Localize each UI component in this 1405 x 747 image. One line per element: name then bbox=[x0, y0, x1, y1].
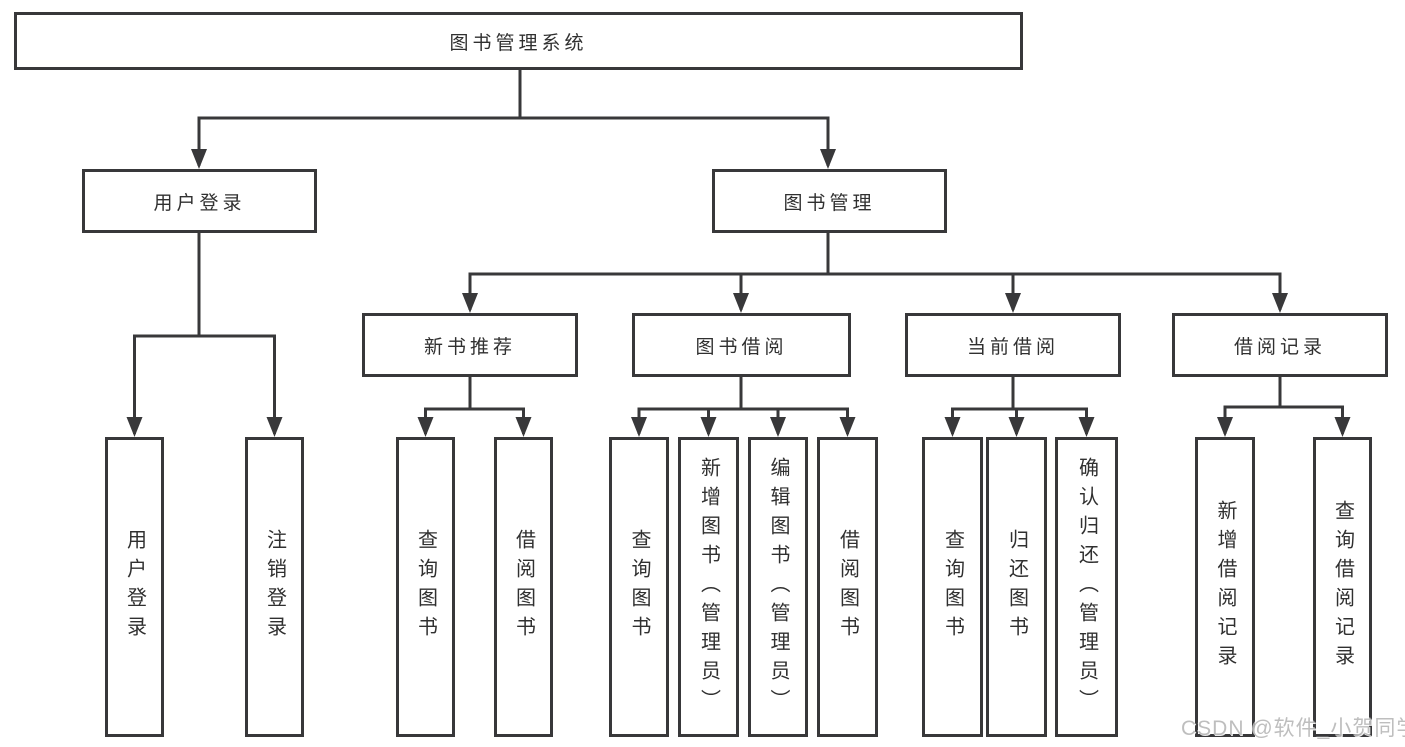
arrowhead bbox=[1005, 293, 1021, 313]
leaf-query-books-borrow-label: 查询图书 bbox=[628, 529, 650, 645]
leaf-return-book: 归还图书 bbox=[986, 437, 1047, 737]
arrowhead bbox=[820, 149, 836, 169]
node-new-book-recommend-label: 新书推荐 bbox=[423, 336, 516, 358]
arrowhead bbox=[839, 417, 856, 437]
csdn-watermark: CSDN @软件_小贺同学 bbox=[1181, 717, 1405, 740]
arrowhead bbox=[631, 417, 647, 437]
leaf-return-book-label: 归还图书 bbox=[1005, 529, 1028, 645]
leaf-query-books-recommend-label: 查询图书 bbox=[414, 529, 437, 645]
connector-book-mgmt-split bbox=[468, 233, 1282, 310]
leaf-confirm-return-admin: 确认归还（管理员） bbox=[1055, 437, 1118, 737]
leaf-query-borrow-record: 查询借阅记录 bbox=[1313, 437, 1372, 737]
arrowhead bbox=[1272, 293, 1288, 313]
leaf-add-borrow-record-label: 新增借阅记录 bbox=[1214, 500, 1236, 674]
node-new-book-recommend: 新书推荐 bbox=[362, 313, 578, 377]
leaf-user-login: 用户登录 bbox=[105, 437, 164, 737]
connector-book-borrow-split bbox=[637, 377, 849, 434]
leaf-confirm-return-admin-label: 确认归还（管理员） bbox=[1075, 456, 1098, 718]
node-book-borrow-label: 图书借阅 bbox=[695, 336, 788, 358]
arrowhead bbox=[515, 417, 532, 437]
arrowhead bbox=[700, 417, 717, 437]
arrowhead bbox=[126, 417, 143, 437]
leaf-borrow-books-recommend-label: 借阅图书 bbox=[512, 529, 535, 645]
node-book-management: 图书管理 bbox=[712, 169, 947, 233]
leaf-query-borrow-record-label: 查询借阅记录 bbox=[1331, 500, 1354, 674]
arrowhead bbox=[1078, 417, 1095, 437]
leaf-borrow-books: 借阅图书 bbox=[817, 437, 878, 737]
node-current-borrow-label: 当前借阅 bbox=[966, 336, 1059, 358]
leaf-logout: 注销登录 bbox=[245, 437, 304, 737]
arrowhead bbox=[1008, 417, 1025, 437]
leaf-query-books-borrow: 查询图书 bbox=[609, 437, 669, 737]
arrowhead bbox=[770, 417, 786, 437]
arrowhead bbox=[462, 293, 478, 313]
node-user-login: 用户登录 bbox=[82, 169, 317, 233]
leaf-edit-book-admin: 编辑图书（管理员） bbox=[748, 437, 808, 737]
leaf-logout-label: 注销登录 bbox=[263, 529, 286, 645]
leaf-borrow-books-recommend: 借阅图书 bbox=[494, 437, 553, 737]
arrowhead bbox=[733, 293, 749, 313]
leaf-query-books-current: 查询图书 bbox=[922, 437, 983, 737]
node-user-login-label: 用户登录 bbox=[153, 192, 246, 214]
node-root-label: 图书管理系统 bbox=[449, 32, 588, 54]
leaf-borrow-books-label: 借阅图书 bbox=[836, 529, 859, 645]
leaf-user-login-label: 用户登录 bbox=[123, 529, 146, 645]
connector-user-login-split bbox=[133, 233, 276, 434]
arrowhead bbox=[944, 417, 961, 437]
node-book-management-label: 图书管理 bbox=[783, 192, 876, 214]
leaf-query-books-current-label: 查询图书 bbox=[941, 529, 964, 645]
connector-new-book-split bbox=[424, 377, 525, 434]
arrowhead bbox=[266, 417, 283, 437]
leaf-query-books-recommend: 查询图书 bbox=[396, 437, 455, 737]
connector-borrow-records-split bbox=[1223, 377, 1344, 434]
leaf-add-book-admin: 新增图书（管理员） bbox=[678, 437, 739, 737]
node-book-borrow: 图书借阅 bbox=[632, 313, 851, 377]
connector-root-split bbox=[197, 70, 830, 166]
arrowhead bbox=[1217, 417, 1233, 437]
node-borrow-records-label: 借阅记录 bbox=[1233, 336, 1326, 358]
leaf-add-borrow-record: 新增借阅记录 bbox=[1195, 437, 1255, 737]
node-current-borrow: 当前借阅 bbox=[905, 313, 1121, 377]
leaf-edit-book-admin-label: 编辑图书（管理员） bbox=[767, 456, 789, 718]
node-borrow-records: 借阅记录 bbox=[1172, 313, 1388, 377]
arrowhead bbox=[417, 417, 434, 437]
node-root: 图书管理系统 bbox=[14, 12, 1023, 70]
arrowhead bbox=[1334, 417, 1351, 437]
leaf-add-book-admin-label: 新增图书（管理员） bbox=[697, 456, 720, 718]
arrowhead bbox=[191, 149, 207, 169]
